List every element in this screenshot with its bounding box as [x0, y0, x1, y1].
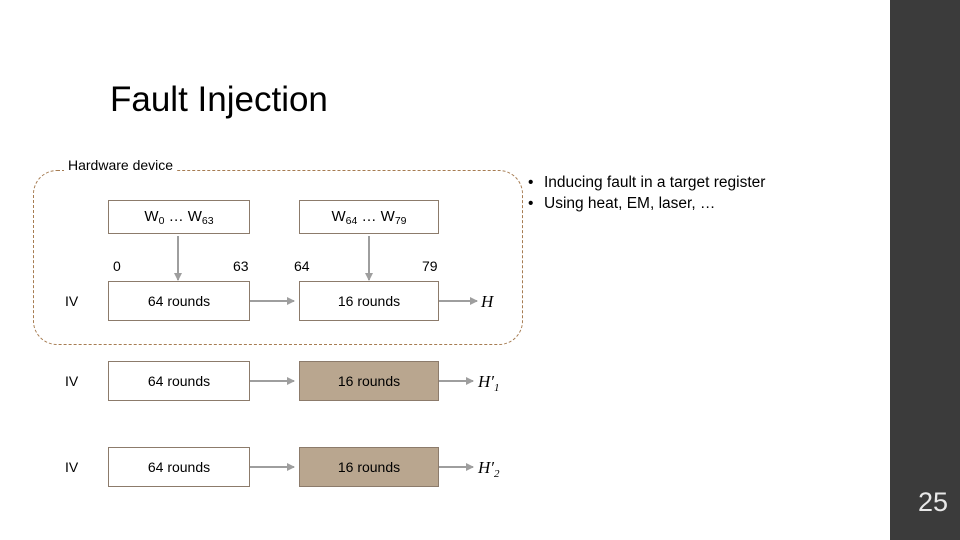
- hash-output-row-2: H′1: [478, 372, 500, 394]
- hash-output-row-1: H: [481, 292, 493, 312]
- index-label-79: 79: [422, 258, 438, 274]
- round-box-64-row-3: 64 rounds: [108, 447, 250, 487]
- iv-label-row-3: IV: [65, 459, 79, 475]
- hardware-device-label: Hardware device: [64, 157, 178, 173]
- hash-output-prime: ′: [490, 372, 494, 391]
- page-title: Fault Injection: [110, 80, 328, 119]
- page-number: 25: [917, 487, 948, 517]
- hash-output-prime: ′: [490, 458, 494, 477]
- word-block-mid: … W: [357, 208, 395, 225]
- round-box-16-row-3: 16 rounds: [299, 447, 439, 487]
- bullet-marker-icon: •: [528, 174, 534, 191]
- word-block-prefix: W: [144, 208, 159, 225]
- word-block-sub-end: 79: [394, 215, 407, 227]
- hardware-device-region: [33, 170, 523, 345]
- list-item: • Using heat, EM, laser, …: [528, 193, 878, 214]
- index-label-0: 0: [113, 258, 121, 274]
- hash-output-sub: 1: [494, 382, 500, 394]
- bullet-text: Using heat, EM, laser, …: [544, 195, 716, 212]
- bullet-marker-icon: •: [528, 195, 534, 212]
- iv-label-row-1: IV: [65, 293, 79, 309]
- list-item: • Inducing fault in a target register: [528, 172, 878, 193]
- arrow-output-row-1: [439, 297, 478, 305]
- arrow-down-words-to-rounds-a: [174, 236, 182, 281]
- word-block-prefix: W: [331, 208, 346, 225]
- arrow-stage-row-2: [250, 377, 295, 385]
- hash-output-letter: H: [478, 372, 491, 391]
- hash-output-row-3: H′2: [478, 458, 500, 480]
- word-block-64-79: W64 … W79: [299, 200, 439, 234]
- index-label-64: 64: [294, 258, 310, 274]
- word-block-mid: … W: [164, 208, 202, 225]
- index-label-63: 63: [233, 258, 249, 274]
- hash-output-sub: 2: [494, 468, 500, 480]
- hash-output-letter: H: [481, 292, 494, 311]
- round-box-64-row-2: 64 rounds: [108, 361, 250, 401]
- arrow-output-row-2: [439, 377, 474, 385]
- arrow-output-row-3: [439, 463, 474, 471]
- bullet-text: Inducing fault in a target register: [544, 174, 766, 191]
- right-accent-band: [890, 0, 960, 540]
- arrow-stage-row-1: [250, 297, 295, 305]
- arrow-stage-row-3: [250, 463, 295, 471]
- iv-label-row-2: IV: [65, 373, 79, 389]
- round-box-64-row-1: 64 rounds: [108, 281, 250, 321]
- word-block-sub-start: 64: [345, 215, 358, 227]
- arrow-down-words-to-rounds-b: [365, 236, 373, 281]
- word-block-sub-end: 63: [201, 215, 214, 227]
- word-block-0-63: W0 … W63: [108, 200, 250, 234]
- round-box-16-row-2: 16 rounds: [299, 361, 439, 401]
- word-block-sub-start: 0: [158, 215, 165, 227]
- round-box-16-row-1: 16 rounds: [299, 281, 439, 321]
- hash-output-letter: H: [478, 458, 491, 477]
- bullet-list: • Inducing fault in a target register • Us…: [528, 172, 878, 214]
